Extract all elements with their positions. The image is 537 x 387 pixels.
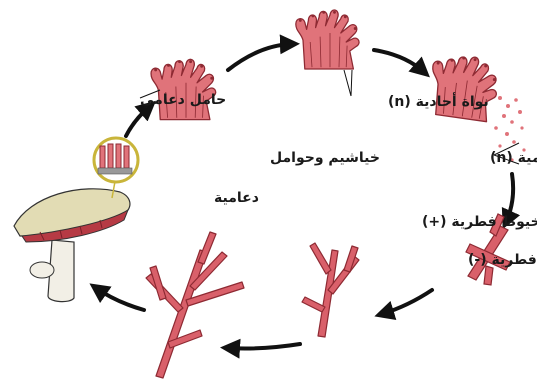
label-basidium-bearer: حامل دعامي	[140, 92, 226, 108]
pointer-line	[344, 70, 352, 96]
label-hyphae-plus: خيوط فطرية (+)	[422, 214, 537, 230]
label-haploid-nucleus: نواة أحادية (n)	[388, 92, 489, 110]
cycle-arrow-icon	[382, 290, 432, 314]
basidium-cluster-icon	[426, 52, 501, 123]
basidium-cluster-icon	[296, 10, 359, 69]
label-basidiospores: أبواغ دعامية (n)	[490, 148, 537, 166]
cycle-arrow-icon	[228, 44, 292, 70]
label-gills-and-basidia-2: دعامية	[214, 190, 259, 206]
hypha-branch-icon	[302, 243, 359, 337]
label-gills-and-basidia: خياشيم وحوامل	[270, 150, 380, 166]
label-hyphae-minus: خيوط فطرية (-)	[468, 252, 537, 268]
cycle-arrow-icon	[96, 288, 144, 310]
cycle-arrow-icon	[126, 106, 150, 136]
basidium-cluster-icon	[151, 59, 216, 119]
cycle-arrow-icon	[374, 50, 424, 72]
hypha-branch-icon	[146, 232, 244, 378]
cycle-arrow-icon	[228, 344, 300, 349]
mushroom-icon	[14, 189, 130, 302]
